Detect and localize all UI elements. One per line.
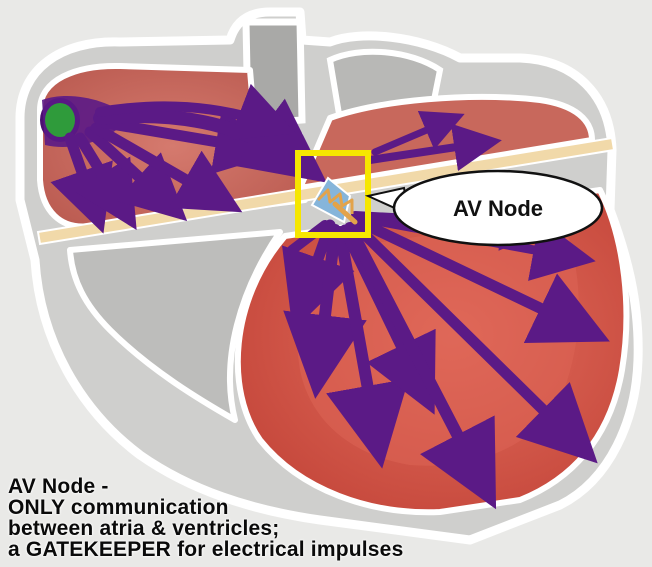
caption-line: between atria & ventricles;: [8, 518, 652, 539]
caption-line: a GATEKEEPER for electrical impulses: [8, 539, 652, 560]
caption-line: ONLY communication: [8, 497, 652, 518]
av-node-callout-label: AV Node: [453, 196, 543, 221]
sa-node-core: [45, 103, 75, 137]
caption-line: AV Node -: [8, 476, 652, 497]
caption: AV Node - ONLY communication between atr…: [8, 476, 652, 560]
